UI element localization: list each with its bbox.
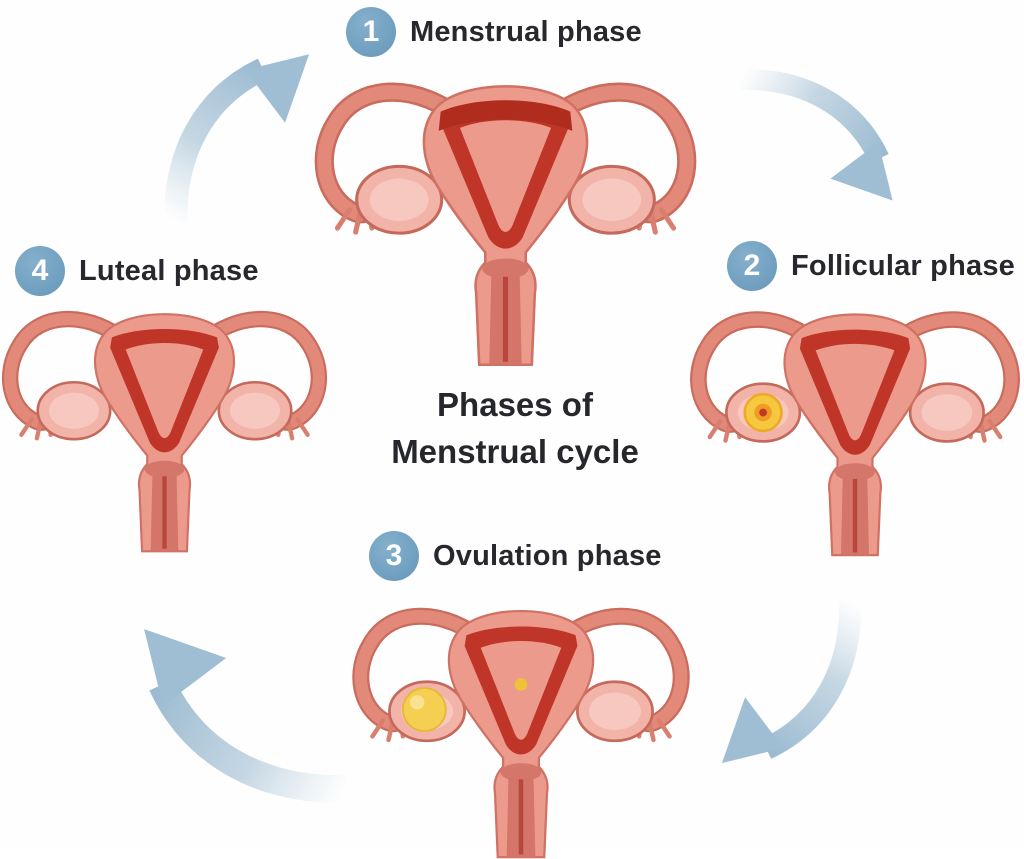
diagram-title: Phases of Menstrual cycle xyxy=(355,382,675,476)
stage-4-number-badge: 4 xyxy=(15,246,65,296)
stage-4-header: 4 Luteal phase xyxy=(15,245,259,297)
stage-2-number-badge: 2 xyxy=(727,241,777,291)
stage-1-number-badge: 1 xyxy=(346,7,396,57)
uterus-illustration-follicular xyxy=(680,290,1024,557)
stage-4-label: Luteal phase xyxy=(79,254,259,287)
diagram-title-line1: Phases of xyxy=(437,386,593,423)
uterus-illustration-menstrual xyxy=(303,58,708,367)
cycle-arrow-icon-follicular-to-ovulation xyxy=(697,594,875,772)
stage-3-header: 3 Ovulation phase xyxy=(369,530,662,582)
stage-2-label: Follicular phase xyxy=(791,249,1015,282)
cycle-arrow-icon-menstrual-to-follicular xyxy=(733,56,901,224)
stage-1-header: 1 Menstrual phase xyxy=(346,6,642,58)
diagram-title-line2: Menstrual cycle xyxy=(391,432,639,470)
stage-2-header: 2 Follicular phase xyxy=(727,240,1015,292)
cycle-arrow-icon-ovulation-to-luteal xyxy=(133,598,355,820)
stage-1-label: Menstrual phase xyxy=(410,15,642,48)
stage-3-label: Ovulation phase xyxy=(433,539,662,572)
uterus-illustration-luteal xyxy=(0,290,337,553)
uterus-illustration-ovulation xyxy=(342,586,700,859)
stage-3-number-badge: 3 xyxy=(369,531,419,581)
